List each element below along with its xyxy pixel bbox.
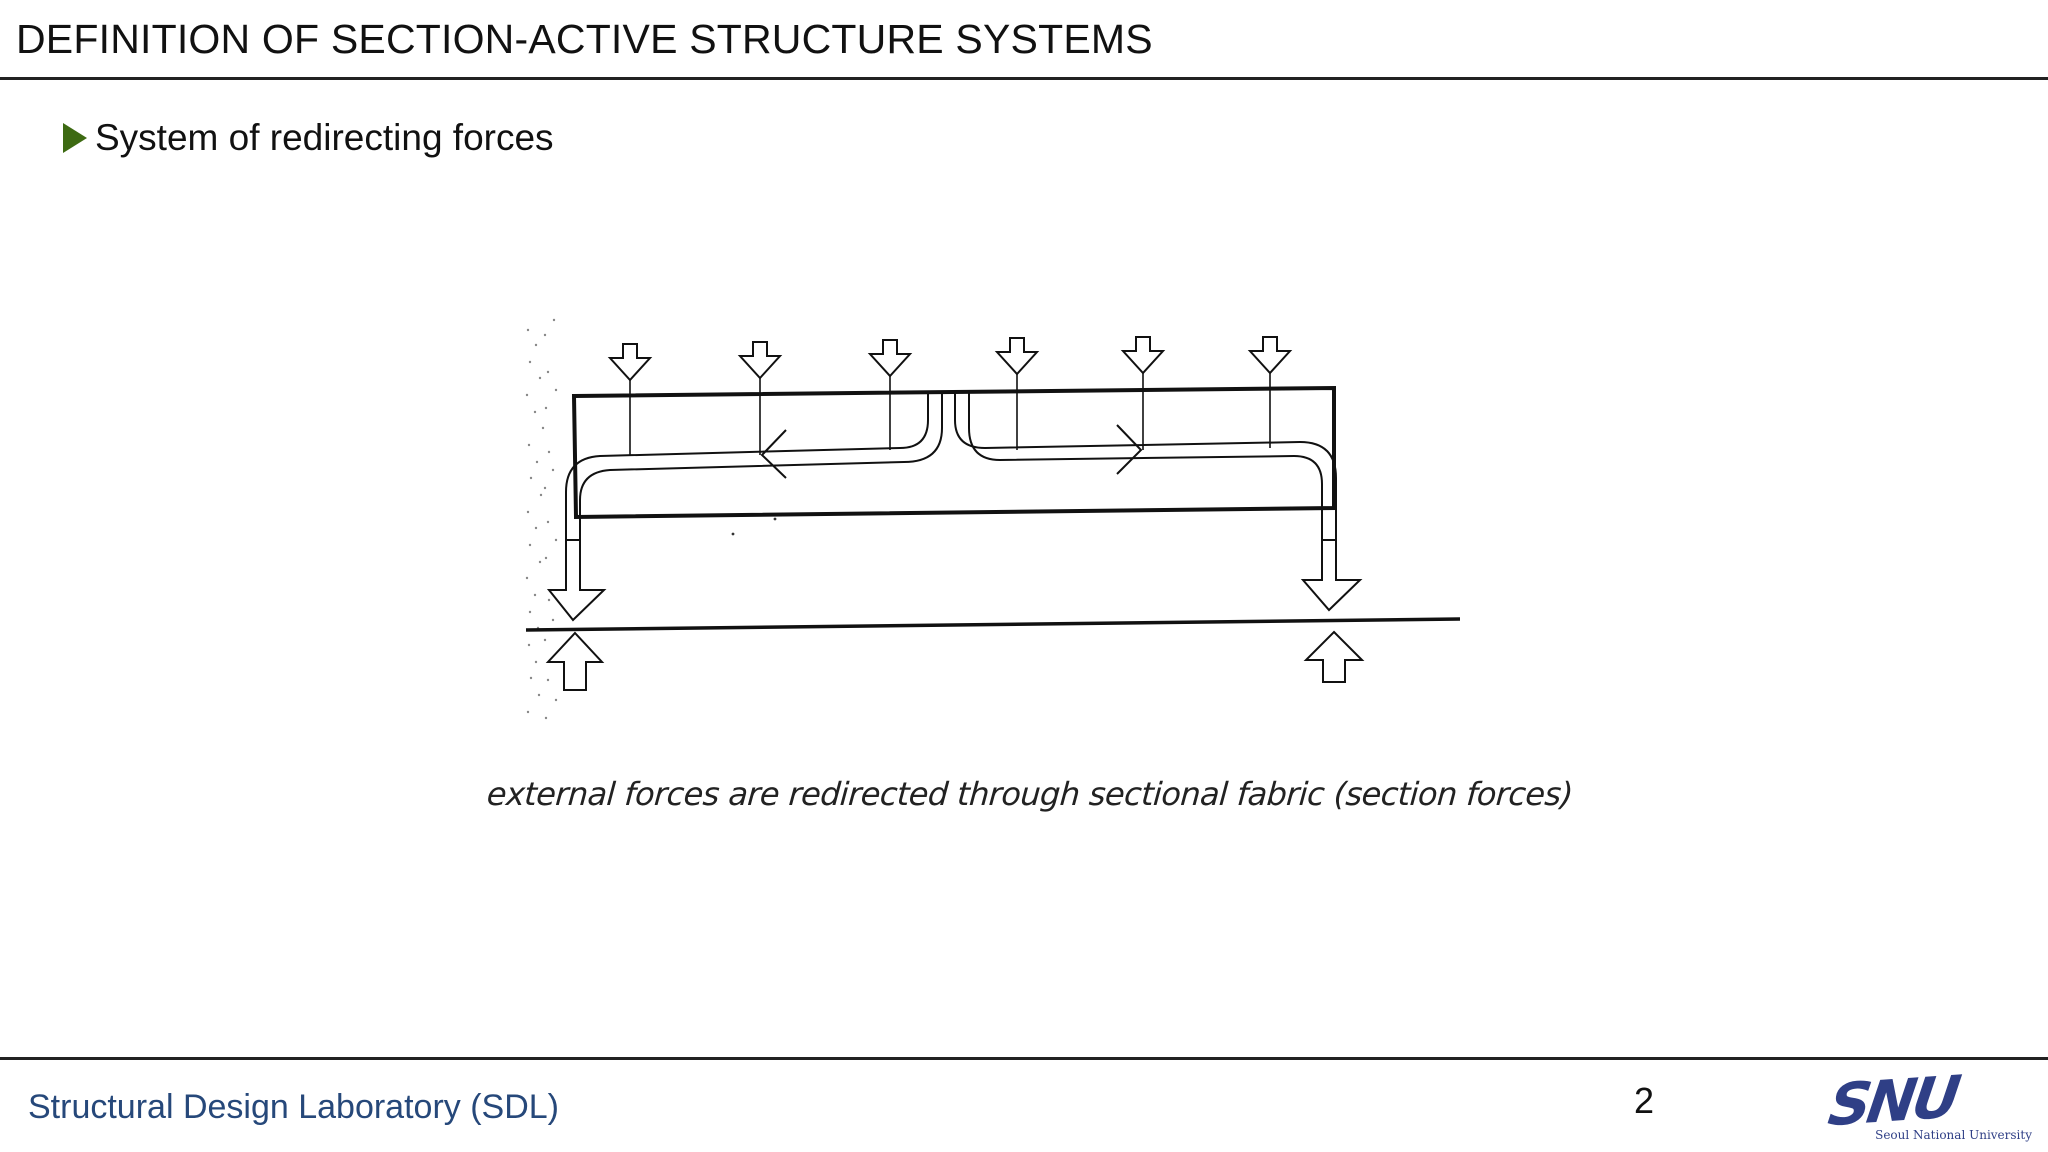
footer-divider (0, 1057, 2048, 1060)
load-arrow-icon (607, 343, 653, 382)
footer-lab-name: Structural Design Laboratory (SDL) (28, 1088, 560, 1126)
down-arrow-icon (1300, 539, 1363, 612)
load-arrow-icon (994, 337, 1040, 376)
force-flow-path (565, 392, 1337, 600)
slide-title: DEFINITION OF SECTION-ACTIVE STRUCTURE S… (16, 16, 1153, 62)
up-arrow-icon (545, 631, 605, 691)
reaction-down-arrows (546, 539, 1363, 622)
load-arrow-icon (1247, 336, 1293, 375)
beam-outline (571, 385, 1336, 520)
flow-right-arrow-icon (1116, 424, 1143, 475)
wall-hatching (525, 318, 558, 720)
reaction-up-arrows (545, 630, 1365, 691)
ground-line (525, 617, 1461, 632)
load-arrow-icon (867, 339, 913, 378)
bullet-item: System of redirecting forces (63, 117, 554, 159)
page-number: 2 (1634, 1080, 1655, 1121)
logo-mark: SNU (1824, 1062, 1962, 1140)
flow-direction-arrows (760, 424, 1143, 479)
university-logo: SNU Seoul National University (1824, 1063, 2038, 1142)
load-arrow-icon (737, 341, 783, 380)
bullet-text: System of redirecting forces (95, 117, 554, 158)
load-lines (629, 373, 1271, 455)
logo-subtitle: Seoul National University (1875, 1128, 2032, 1142)
triangle-bullet-icon (63, 123, 87, 153)
up-arrow-icon (1303, 630, 1365, 683)
load-arrow-icon (1120, 336, 1166, 375)
flow-left-arrow-icon (760, 429, 787, 479)
down-arrow-icon (546, 539, 607, 622)
header-divider (0, 77, 2048, 80)
figure-caption: external forces are redirected through s… (485, 775, 1574, 813)
load-arrows (607, 336, 1293, 382)
